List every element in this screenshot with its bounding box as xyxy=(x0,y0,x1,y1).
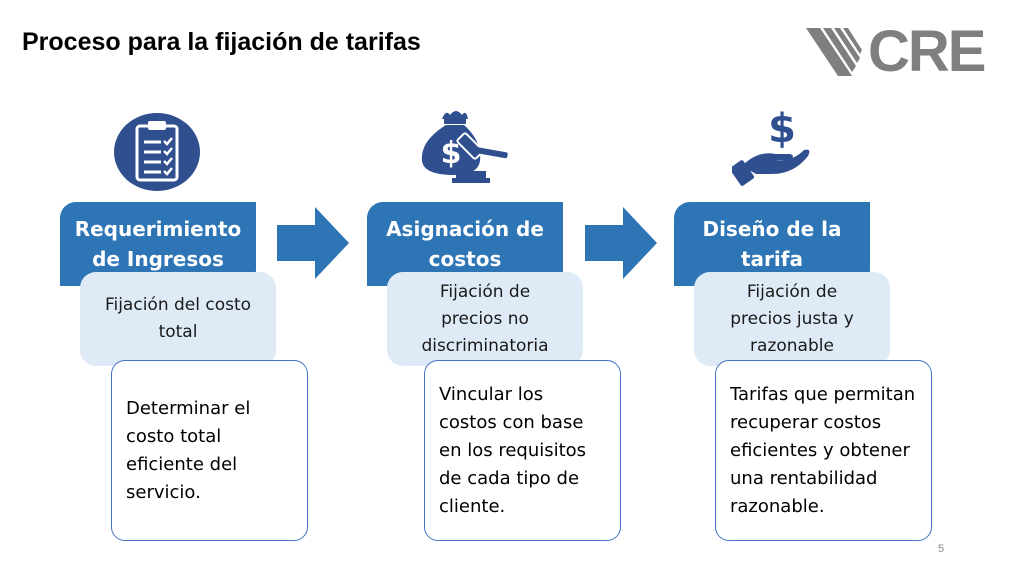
step-3-subtitle: Fijación de precios justa y razonable xyxy=(694,272,890,366)
step-1-description: Determinar el costo total eficiente del … xyxy=(111,360,308,541)
page-number: 5 xyxy=(938,543,945,555)
page-title: Proceso para la fijación de tarifas xyxy=(22,28,421,56)
step-2-subtitle: Fijación de precios no discriminatoria xyxy=(387,272,583,366)
logo-text: CRE xyxy=(868,19,986,84)
step-2-description: Vincular los costos con base en los requ… xyxy=(424,360,621,541)
step-3-description: Tarifas que permitan recuperar costos ef… xyxy=(715,360,932,541)
svg-text:$: $ xyxy=(768,106,796,152)
svg-text:$: $ xyxy=(441,136,462,171)
cre-logo xyxy=(806,28,862,76)
hand-dollar-icon: $ xyxy=(732,106,810,186)
clipboard-checklist-icon xyxy=(114,113,200,191)
step-1-subtitle: Fijación del costo total xyxy=(80,272,276,366)
arrow-right-icon xyxy=(277,207,349,279)
money-bag-gavel-icon: $ xyxy=(421,111,508,183)
arrow-right-icon xyxy=(585,207,657,279)
